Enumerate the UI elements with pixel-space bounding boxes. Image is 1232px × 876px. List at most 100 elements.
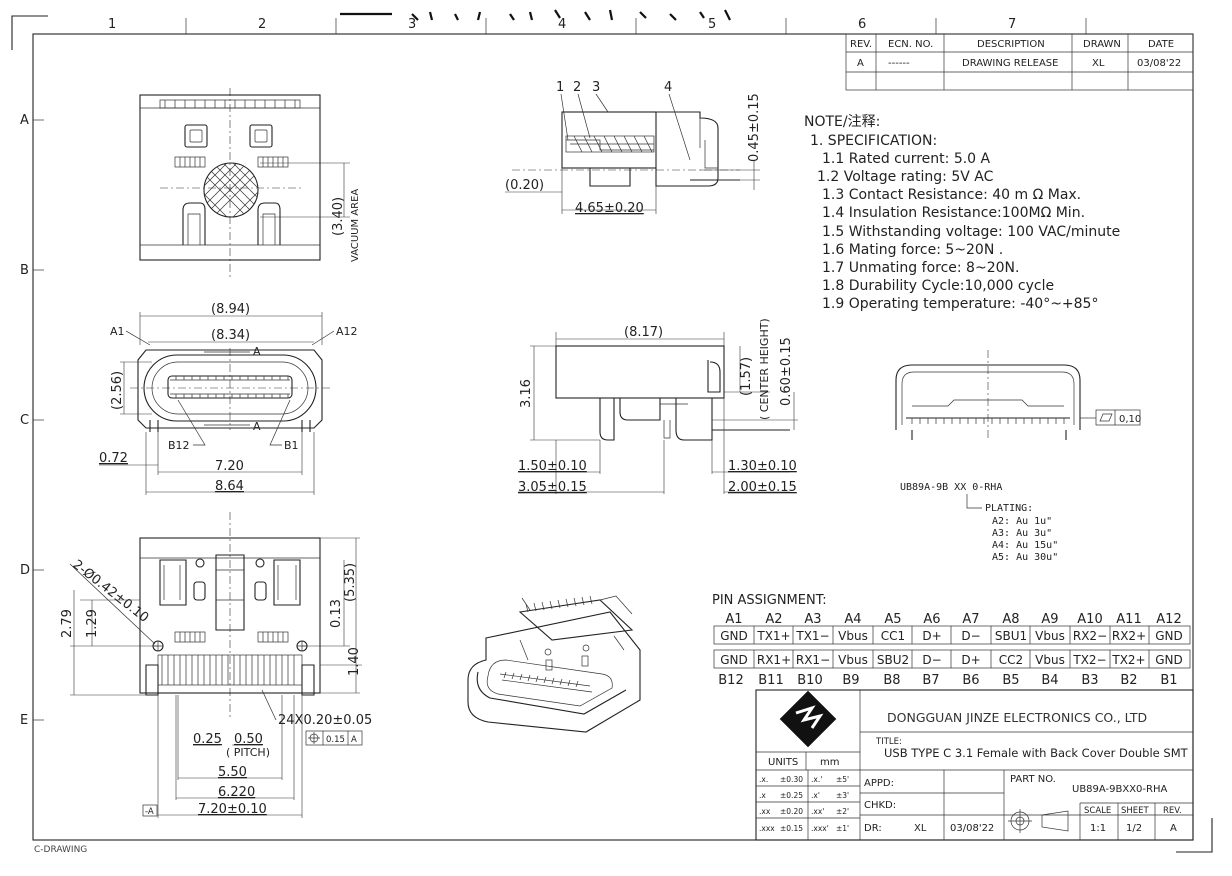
pin-assignment: PIN ASSIGNMENT: A1 A2 A3 A4 A5 A6 A7 A8 … bbox=[712, 593, 1191, 688]
dim-535: (5.35) bbox=[343, 563, 358, 602]
dim-150: 1.50±0.10 bbox=[518, 459, 587, 474]
dim-720: 7.20 bbox=[215, 459, 244, 474]
dim-864: 8.64 bbox=[215, 479, 244, 494]
tol-value: ±0.30 bbox=[780, 775, 803, 784]
dr-value: XL bbox=[914, 823, 927, 834]
callout-4: 4 bbox=[664, 80, 672, 95]
tol-angle-key: .xxx' bbox=[811, 824, 829, 833]
tol-angle-key: .x.' bbox=[811, 775, 822, 784]
pin-b12-label: B12 bbox=[168, 439, 190, 452]
pin-a-signal: RX2+ bbox=[1112, 629, 1146, 643]
tol-key: .x. bbox=[759, 775, 768, 784]
part-code: UB89A-9B XX 0-RHA PLATING: A2: Au 1u" A3… bbox=[900, 482, 1058, 563]
pin-bottom-label: B12 bbox=[718, 673, 743, 688]
pin-b-signal: TX2− bbox=[1072, 653, 1106, 667]
bottom-view: 2-Ø0.42±0.10 2.79 1.29 (5.35) 0.13 1.40 … bbox=[60, 512, 372, 818]
pin-a-signal: Vbus bbox=[1035, 629, 1065, 643]
pin-top-label: A9 bbox=[1041, 612, 1058, 627]
pin-a-signal: GND bbox=[720, 629, 748, 643]
pin-a12-label: A12 bbox=[336, 325, 358, 338]
pin-bottom-label: B3 bbox=[1081, 673, 1098, 688]
notes-heading: NOTE/注释: bbox=[804, 114, 880, 130]
pin-top-label: A12 bbox=[1156, 612, 1181, 627]
note-item: 1.9 Operating temperature: -40°~+85° bbox=[822, 296, 1098, 312]
dim-465: 4.65±0.20 bbox=[575, 201, 644, 216]
note-item: 1.3 Contact Resistance: 40 m Ω Max. bbox=[822, 187, 1081, 203]
pin-bottom-label: B4 bbox=[1041, 673, 1058, 688]
dim-129: 1.29 bbox=[85, 609, 100, 638]
appd-label: APPD: bbox=[864, 778, 894, 789]
tol-angle-value: ±1' bbox=[836, 824, 849, 833]
note-item: 1.1 Rated current: 5.0 A bbox=[822, 151, 991, 167]
sheet-value: 1/2 bbox=[1126, 823, 1142, 834]
dim-vacuum-340: (3.40) bbox=[331, 197, 346, 236]
end-view: 0,10 bbox=[895, 350, 1141, 440]
pin-bottom-label: B6 bbox=[962, 673, 979, 688]
pin-b-signal: GND bbox=[1155, 653, 1183, 667]
part-code-text: UB89A-9B XX 0-RHA bbox=[900, 482, 1002, 493]
section-view: (8.17) 3.16 (1.57) ( CENTER HEIGHT) 0.60… bbox=[518, 318, 798, 495]
scale-label: SCALE bbox=[1084, 806, 1111, 816]
pin-bottom-label: B8 bbox=[883, 673, 900, 688]
tol-value: ±0.20 bbox=[780, 807, 803, 816]
grid-row-label: A bbox=[20, 113, 29, 128]
drawing-frame bbox=[11, 9, 1213, 853]
plating-option: A2: Au 1u" bbox=[992, 516, 1052, 527]
dim-24x: 24X0.20±0.05 bbox=[278, 713, 372, 728]
center-height-label: ( CENTER HEIGHT) bbox=[758, 318, 771, 420]
pin-a-signal: D− bbox=[961, 629, 980, 643]
position-tolerance-icon bbox=[308, 732, 320, 744]
dr-label: DR: bbox=[864, 823, 882, 834]
dim-279: 2.79 bbox=[60, 609, 75, 638]
part-no: UB89A-9BXX0-RHA bbox=[1072, 784, 1167, 795]
flatness-value: 0,10 bbox=[1119, 414, 1141, 425]
revision-table: REV. ECN. NO. DESCRIPTION DRAWN DATE A -… bbox=[845, 33, 1194, 91]
pin-top-label: A6 bbox=[923, 612, 940, 627]
notes-section: 1. SPECIFICATION: bbox=[810, 133, 937, 149]
projection-icon bbox=[1008, 809, 1069, 833]
dim-200: 2.00±0.15 bbox=[728, 480, 797, 495]
dr-date: 03/08'22 bbox=[950, 823, 994, 834]
pin-b-signal: D+ bbox=[961, 653, 980, 667]
rev-cell-rev: A bbox=[857, 58, 864, 69]
pin-top-label: A4 bbox=[844, 612, 861, 627]
pin-top-label: A3 bbox=[804, 612, 821, 627]
pin-top-label: A11 bbox=[1116, 612, 1141, 627]
pin-a-signal: RX2− bbox=[1073, 629, 1107, 643]
plating-option: A4: Au 15u" bbox=[992, 540, 1058, 551]
grid-row-label: D bbox=[20, 563, 30, 578]
dim-817: (8.17) bbox=[624, 325, 663, 340]
position-tolerance: 0.15 bbox=[326, 735, 345, 745]
pin-top-label: A2 bbox=[765, 612, 782, 627]
footer-label: C-DRAWING bbox=[34, 845, 87, 855]
pin-a-signal: TX1+ bbox=[756, 629, 790, 643]
pin-b-signal: D− bbox=[922, 653, 941, 667]
tol-angle-value: ±2' bbox=[836, 807, 849, 816]
pin-bottom-label: B5 bbox=[1002, 673, 1019, 688]
pin-b-signal: RX1− bbox=[796, 653, 830, 667]
rev-header-date: DATE bbox=[1148, 39, 1174, 50]
tol-angle-value: ±5' bbox=[836, 775, 849, 784]
tol-key: .x bbox=[759, 791, 766, 800]
pin-b-signal: CC2 bbox=[999, 653, 1023, 667]
grid-col-label: 6 bbox=[858, 17, 866, 32]
pin-bottom-label: B11 bbox=[758, 673, 783, 688]
dim-305: 3.05±0.15 bbox=[518, 480, 587, 495]
sheet-label: SHEET bbox=[1121, 806, 1150, 816]
part-no-label: PART NO. bbox=[1010, 774, 1056, 785]
company-logo bbox=[779, 690, 837, 748]
section-a-label-bottom: A bbox=[253, 420, 261, 433]
plating-label: PLATING: bbox=[985, 503, 1033, 514]
pin-assignment-title: PIN ASSIGNMENT: bbox=[712, 593, 827, 608]
company-name: DONGGUAN JINZE ELECTRONICS CO., LTD bbox=[887, 710, 1147, 725]
pin-a-signal: GND bbox=[1155, 629, 1183, 643]
units-value: mm bbox=[820, 757, 839, 768]
pin-bottom-label: B7 bbox=[922, 673, 939, 688]
rev-header-description: DESCRIPTION bbox=[977, 39, 1045, 50]
dim-894: (8.94) bbox=[211, 302, 250, 317]
callout-3: 3 bbox=[592, 80, 600, 95]
dim-holes: 2-Ø0.42±0.10 bbox=[70, 557, 152, 625]
pin-a-signal: TX1− bbox=[795, 629, 829, 643]
